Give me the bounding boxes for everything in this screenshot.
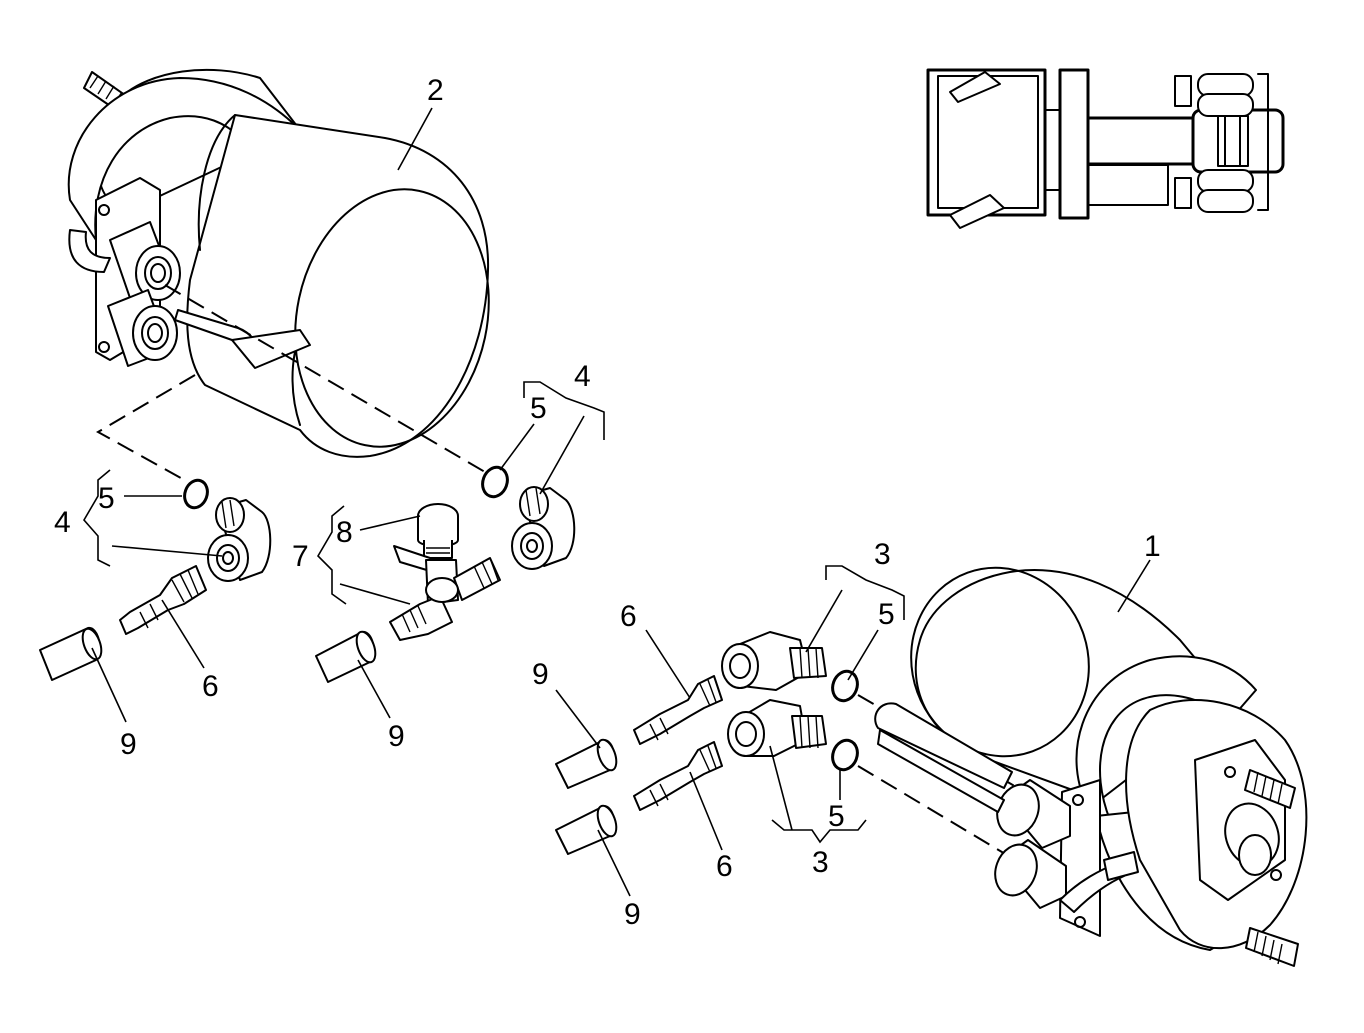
assembly-line-lower-port <box>95 374 196 483</box>
callout-4: 4 <box>574 360 591 393</box>
hose-barb-upper-right <box>633 675 723 745</box>
port-right-upper <box>996 779 1071 849</box>
callout-9: 9 <box>120 728 137 761</box>
elbow-fitting-upper-right <box>721 631 827 691</box>
stud-right-upper <box>1244 769 1296 809</box>
callout-6: 6 <box>716 850 733 883</box>
left-fitting-group <box>39 478 272 681</box>
port-right-lower <box>994 839 1067 909</box>
brake-chamber-2 <box>67 68 490 458</box>
elbow-fitting-left <box>207 497 272 582</box>
callout-5: 5 <box>98 482 115 515</box>
hose-barb-left <box>119 565 207 635</box>
callout-7: 7 <box>292 540 309 573</box>
elbow-fitting-lower-right <box>727 699 827 757</box>
callout-6: 6 <box>620 600 637 633</box>
callout-8: 8 <box>336 516 353 549</box>
callout-9: 9 <box>624 898 641 931</box>
callout-9: 9 <box>532 658 549 691</box>
callout-3: 3 <box>812 846 829 879</box>
callout-3: 3 <box>874 538 891 571</box>
callout-6: 6 <box>202 670 219 703</box>
callout-4: 4 <box>54 506 71 539</box>
stud-right-lower <box>1245 927 1299 967</box>
vehicle-locator-view <box>926 68 1285 229</box>
callout-labels: 2 4 5 4 5 8 7 6 9 9 1 3 5 6 9 5 6 3 9 <box>54 74 1161 931</box>
assembly-line-upper-port <box>164 284 486 473</box>
tee-valve-group <box>315 465 576 683</box>
leader-lines <box>83 107 1151 897</box>
callout-5: 5 <box>530 392 547 425</box>
callout-5: 5 <box>828 800 845 833</box>
right-fitting-group <box>555 631 859 855</box>
callout-1: 1 <box>1144 530 1161 563</box>
callout-5: 5 <box>878 598 895 631</box>
lower-port <box>107 289 178 367</box>
callout-2: 2 <box>427 74 444 107</box>
tee-body-7 <box>389 557 501 641</box>
assembly-line-right-lower <box>857 765 1013 859</box>
hose-barb-lower-right <box>633 741 723 811</box>
elbow-fitting-center <box>511 486 576 570</box>
callout-9: 9 <box>388 720 405 753</box>
brake-chamber-1 <box>874 566 1308 967</box>
